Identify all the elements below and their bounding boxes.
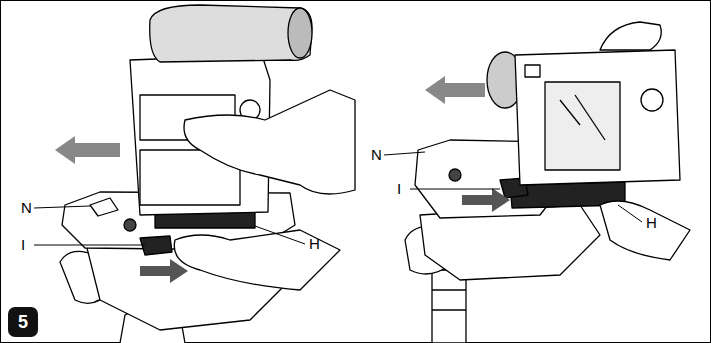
camera-body <box>515 50 680 185</box>
camcorder-scene <box>60 5 355 343</box>
push-arrow <box>140 259 188 283</box>
part-letter: H <box>309 236 320 252</box>
slide-arrow <box>55 136 120 164</box>
leader-line <box>410 189 500 190</box>
part-letter: N <box>21 200 32 216</box>
thumb <box>600 22 661 50</box>
lcd-screen <box>545 82 620 170</box>
leader-line <box>34 245 145 246</box>
leader-line <box>618 205 642 222</box>
part-letter: N <box>371 147 382 163</box>
push-arrow <box>462 188 510 212</box>
dial <box>641 89 663 111</box>
latch <box>90 198 118 216</box>
leader-line <box>255 226 305 244</box>
column-ring <box>432 289 466 290</box>
column-ring <box>432 309 466 310</box>
part-letter: I <box>21 237 25 253</box>
glare <box>575 95 605 140</box>
hand <box>184 90 355 194</box>
part-letter: I <box>397 181 401 197</box>
camera-scene <box>405 22 690 343</box>
lower-hand <box>174 230 340 290</box>
step-badge: 5 <box>8 307 38 337</box>
slide-arrow <box>425 76 485 104</box>
tripod-column <box>432 270 466 343</box>
leader-line <box>34 206 90 208</box>
eyecup <box>288 8 312 58</box>
screw <box>124 219 136 231</box>
glare <box>560 100 580 125</box>
button <box>525 65 540 77</box>
part-letter: H <box>646 215 657 231</box>
leader-line <box>384 152 425 155</box>
step-number: 5 <box>18 312 28 333</box>
leader-lines <box>384 152 642 222</box>
leader-lines <box>34 206 305 245</box>
viewfinder <box>150 5 312 62</box>
screw <box>449 169 461 181</box>
lower-hand <box>600 201 690 260</box>
